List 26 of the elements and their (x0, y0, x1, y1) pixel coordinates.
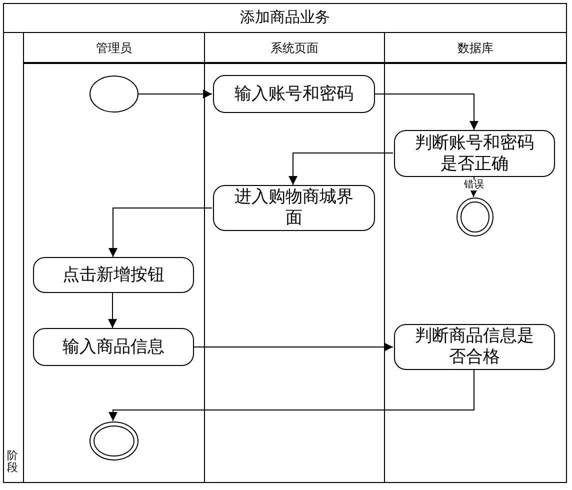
edge-label: 错误 (462, 180, 485, 190)
flow-arrow (192, 342, 394, 352)
swimlane (23, 33, 204, 482)
activity-box: 点击新增按钮 (33, 257, 194, 293)
swimlane (204, 33, 384, 482)
stage-label: 阶段 (7, 450, 18, 474)
flow-arrow (374, 94, 478, 130)
flow-arrow (108, 370, 474, 422)
activity-box: 输入账号和密码 (213, 75, 375, 113)
swimlane (384, 33, 566, 482)
flow-arrow (138, 90, 212, 98)
lane-header: 数据库 (458, 40, 494, 56)
end-node (456, 197, 494, 237)
activity-box: 判断商品信息是否合格 (394, 324, 555, 370)
start-node (89, 75, 139, 113)
flow-arrow (469, 176, 478, 198)
lane-header: 管理员 (96, 40, 132, 56)
lane-header: 系统页面 (270, 40, 318, 56)
diagram-title: 添加商品业务 (240, 7, 330, 28)
activity-box: 进入购物商城界面 (213, 185, 375, 231)
activity-box: 判断账号和密码是否正确 (394, 130, 555, 177)
flow-arrow (108, 292, 117, 328)
activity-box: 输入商品信息 (33, 328, 194, 366)
flow-arrow (288, 152, 394, 186)
flow-arrow (108, 208, 212, 258)
end-node (89, 421, 139, 461)
